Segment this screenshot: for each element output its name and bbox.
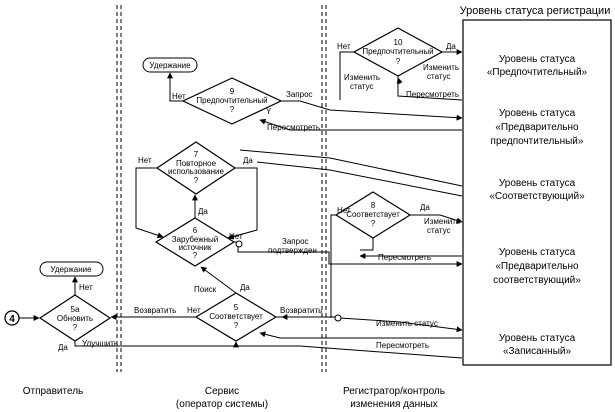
label-revise-8: Пересмотреть: [378, 253, 431, 262]
decision-7-q: ?: [194, 176, 199, 185]
label-y-9: Y: [266, 107, 272, 116]
status-level-corresponding: Уровень статуса «Соответствующий»: [489, 178, 585, 202]
lane-separators: [116, 5, 327, 372]
lane-label-registrar-2: изменения данных: [350, 399, 438, 410]
decision-7-text2: использование: [168, 167, 224, 176]
lane-label-service-1: Сервис: [205, 386, 239, 397]
decision-6-number: 6: [193, 226, 198, 235]
label-net-5a: Нет: [79, 283, 93, 292]
status-level-prelim-corresponding: Уровень статуса «Предварительно соответс…: [493, 247, 581, 286]
label-revise-bottom: Пересмотреть: [376, 341, 429, 350]
label-net-5: Нет: [187, 306, 201, 315]
label-net-6: Нет: [229, 232, 243, 241]
decision-9-number: 9: [230, 87, 235, 96]
connector-4-label: 4: [9, 314, 15, 325]
decision-9-q: ?: [230, 105, 235, 114]
svg-text:Уровень статуса: Уровень статуса: [499, 247, 576, 258]
label-da-8: Да: [420, 203, 430, 212]
lane-label-registrar-1: Регистратор/контроль: [343, 386, 445, 397]
svg-text:«Предпочтительный»: «Предпочтительный»: [487, 67, 588, 78]
label-net-7: Нет: [138, 156, 152, 165]
decision-8-q: ?: [371, 219, 376, 228]
label-change-10a-2: статус: [350, 82, 374, 91]
decision-10-number: 10: [394, 38, 403, 47]
label-net-9: Нет: [172, 92, 186, 101]
label-change-8-1: Изменить: [424, 217, 460, 226]
label-change-10b-1: Изменить: [423, 63, 459, 72]
label-da-7: Да: [243, 156, 253, 165]
decision-9-text: Предпочтительный: [196, 96, 267, 105]
decision-10-q: ?: [396, 57, 401, 66]
hold-box-top-label: Удержание: [149, 61, 191, 70]
decision-10-text: Предпочтительный: [362, 47, 433, 56]
junction-b: [235, 240, 243, 248]
decision-5-corresponds: [194, 292, 278, 342]
svg-text:«Соответствующий»: «Соответствующий»: [489, 191, 585, 202]
status-levels-box: [462, 19, 612, 366]
label-revise-9: Пересмотреть: [267, 123, 320, 132]
decision-5-number: 5: [234, 303, 239, 312]
label-improve: Улучшить: [82, 339, 118, 348]
decision-6-q: ?: [193, 251, 198, 260]
label-net-10: Нет: [337, 42, 351, 51]
status-levels-title: Уровень статуса регистрации: [460, 5, 611, 17]
label-request-9: Запрос: [286, 90, 313, 99]
label-search: Поиск: [194, 285, 217, 294]
decision-7-reuse: [155, 141, 237, 195]
status-level-recorded: Уровень статуса «Записанный»: [499, 333, 576, 357]
decision-8-number: 8: [371, 201, 376, 210]
label-return-5: Возвратить: [134, 306, 176, 315]
decision-5-q: ?: [234, 321, 239, 330]
svg-text:соответствующий»: соответствующий»: [493, 275, 581, 286]
svg-text:Уровень статуса: Уровень статуса: [499, 108, 576, 119]
decision-7-text: Повторное: [176, 159, 217, 168]
label-da-10: Да: [446, 42, 456, 51]
decision-7-number: 7: [194, 150, 199, 159]
label-change-status-bottom: Изменить статус: [376, 319, 438, 328]
label-da-6: Да: [198, 207, 208, 216]
label-revise-10: Пересмотреть: [406, 90, 459, 99]
label-return-registrar: Возвратить: [280, 306, 322, 315]
label-da-5a: Да: [58, 343, 68, 352]
svg-text:Уровень статуса: Уровень статуса: [499, 333, 576, 344]
svg-text:Уровень статуса: Уровень статуса: [499, 54, 576, 65]
decision-5a-text: Обновить: [57, 314, 93, 323]
label-da-5: Да: [240, 283, 250, 292]
decision-5a-number: 5a: [71, 305, 80, 314]
svg-text:«Предварительно: «Предварительно: [495, 261, 579, 272]
status-level-prelim-preferred: Уровень статуса «Предварительно предпочт…: [491, 108, 584, 147]
decision-8-text: Соответствует: [346, 210, 400, 219]
label-change-10a-1: Изменить: [344, 73, 380, 82]
hold-box-left-label: Удержание: [50, 265, 92, 274]
hold-box-left: [39, 261, 104, 277]
label-net-8: Нет: [337, 206, 351, 215]
decision-6-text: Зарубежный: [172, 235, 219, 244]
lane-label-sender: Отправитель: [23, 386, 84, 397]
svg-text:Уровень статуса: Уровень статуса: [499, 178, 576, 189]
decision-9-preferred: [181, 77, 283, 125]
decision-5-text: Соответствует: [209, 312, 263, 321]
lane-label-service-2: (оператор системы): [176, 399, 268, 410]
flow-lines: [19, 49, 463, 359]
label-request-confirmed-1: Запрос: [282, 237, 309, 246]
svg-text:«Записанный»: «Записанный»: [503, 346, 572, 357]
svg-text:«Предварительно: «Предварительно: [495, 122, 579, 133]
label-change-10b-2: статус: [427, 72, 451, 81]
label-change-8-2: статус: [427, 226, 451, 235]
decision-6-foreign-source: [154, 217, 236, 267]
label-request-confirmed-2: подтвержден: [268, 246, 317, 255]
decision-5a-q: ?: [73, 323, 78, 332]
decision-6-text2: источник: [179, 243, 212, 252]
junction-a: [334, 314, 342, 322]
hold-box-top: [142, 57, 198, 73]
svg-text:предпочтительный»: предпочтительный»: [491, 136, 584, 147]
status-level-preferred: Уровень статуса «Предпочтительный»: [487, 54, 588, 78]
